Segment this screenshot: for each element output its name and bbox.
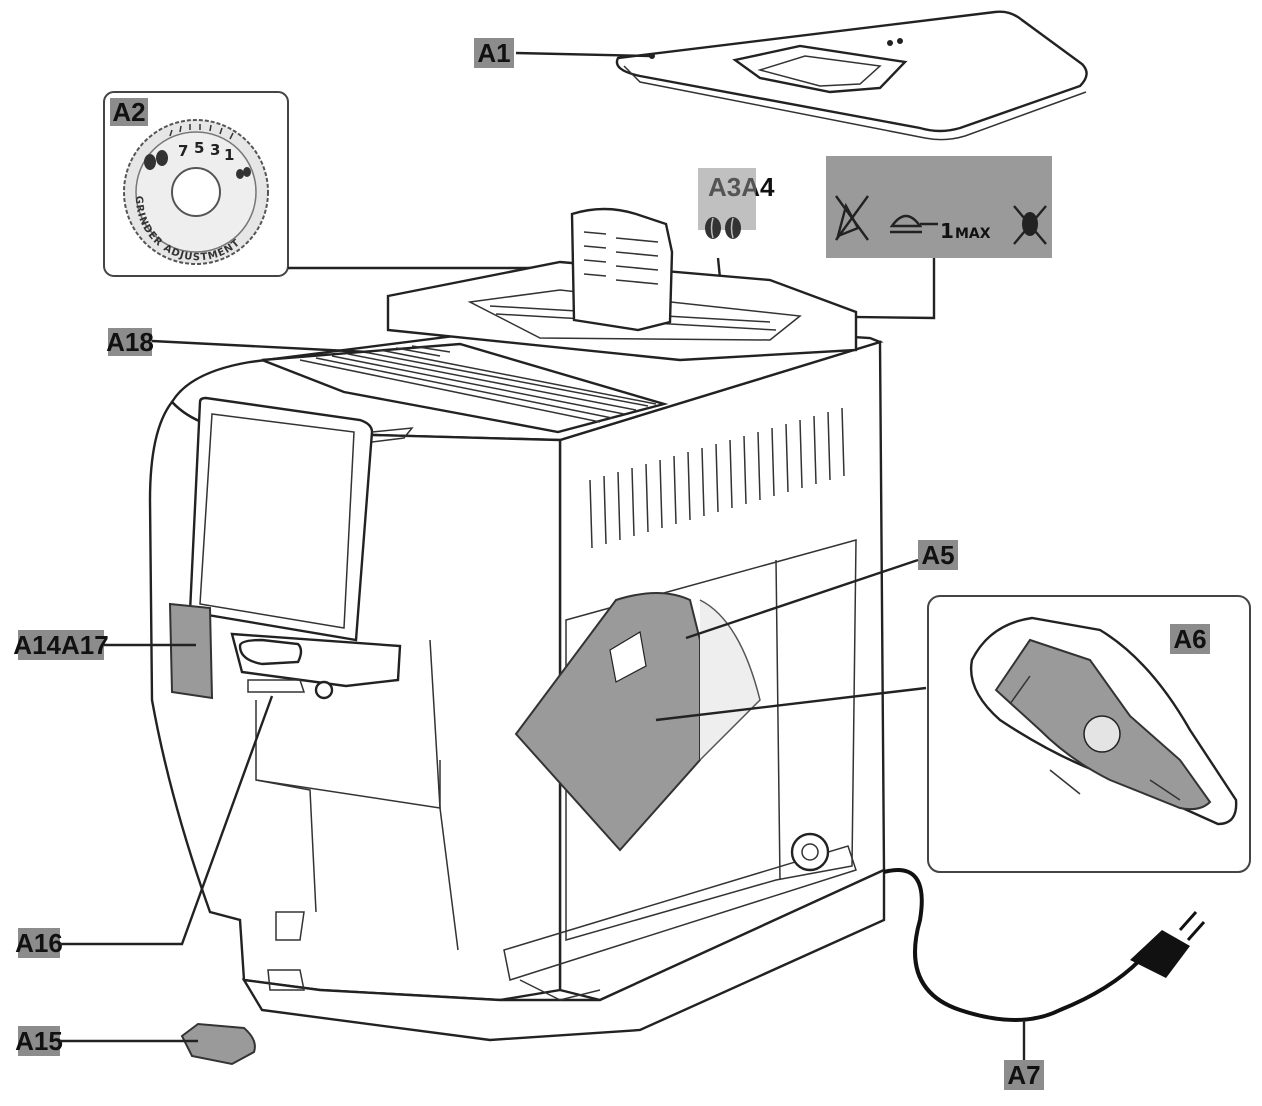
svg-text:1: 1 (940, 219, 954, 243)
side-vents (589, 407, 845, 549)
label-a16: A16 (15, 928, 63, 958)
svg-text:A6: A6 (1173, 624, 1206, 654)
label-a1: A1 (474, 38, 514, 68)
svg-text:A7: A7 (1007, 1060, 1040, 1090)
power-plug-icon (1130, 911, 1206, 978)
label-a15: A15 (15, 1026, 63, 1056)
svg-text:A18: A18 (106, 327, 154, 357)
svg-text:1: 1 (224, 146, 234, 164)
grinder-dial: 7 5 3 1 GRINDER ADJUSTMENT (123, 119, 269, 265)
coffee-beans-icon (705, 217, 741, 239)
label-a5: A5 (918, 540, 958, 570)
label-a3a4: A3A4 (698, 168, 775, 239)
power-cord (883, 868, 1206, 1022)
brew-unit-detail-panel: A6 (927, 595, 1251, 873)
coarse-beans-icon (144, 150, 168, 170)
fine-beans-icon (236, 167, 251, 179)
svg-text:A14A17: A14A17 (13, 630, 108, 660)
measure-warning-panel: 1 MAX (826, 156, 1052, 258)
bean-container-lid (615, 10, 1088, 141)
svg-text:A2: A2 (112, 97, 145, 127)
svg-text:A16: A16 (15, 928, 63, 958)
label-a18: A18 (106, 327, 154, 357)
svg-text:A5: A5 (921, 540, 954, 570)
label-a6: A6 (1170, 624, 1210, 654)
no-instant-coffee-icon (1013, 205, 1047, 245)
svg-text:3: 3 (210, 141, 220, 159)
svg-text:A15: A15 (15, 1026, 63, 1056)
svg-text:7: 7 (178, 142, 188, 160)
brew-unit (514, 592, 761, 852)
drip-tray-cap (180, 1022, 256, 1066)
svg-text:MAX: MAX (955, 226, 991, 242)
no-water-icon (835, 195, 869, 241)
label-a14a17: A14A17 (13, 630, 109, 660)
coffee-machine-body (148, 207, 886, 1042)
label-a7: A7 (1004, 1060, 1044, 1090)
label-a2: A2 (110, 97, 148, 127)
measuring-scoop-icon (889, 214, 938, 234)
top-grille (299, 345, 657, 423)
svg-text:A1: A1 (477, 38, 510, 68)
grinder-adjustment-panel: 7 5 3 1 GRINDER ADJUSTMENT A2 (103, 91, 289, 277)
svg-text:5: 5 (194, 139, 204, 157)
